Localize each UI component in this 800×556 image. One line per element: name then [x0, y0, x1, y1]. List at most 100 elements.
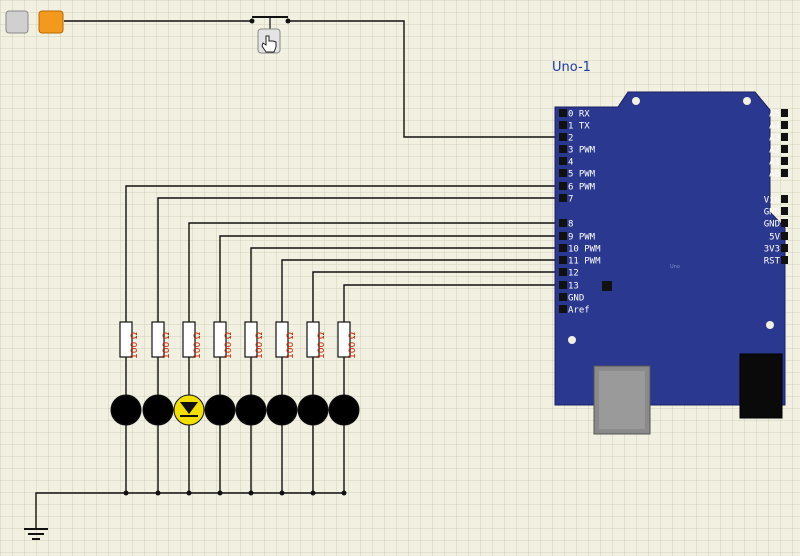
power-pin-header[interactable]	[781, 219, 788, 227]
analog-pin-header[interactable]	[781, 133, 788, 141]
board-body	[554, 91, 786, 406]
led[interactable]	[235, 394, 267, 426]
pin-label: 4	[568, 158, 573, 168]
pin-label: 3 PWM	[568, 146, 596, 156]
power-pin-header[interactable]	[781, 256, 788, 264]
resistor[interactable]	[151, 321, 165, 358]
pin-label: 2	[568, 134, 573, 144]
led[interactable]	[328, 394, 360, 426]
pin-header-0[interactable]	[559, 109, 567, 117]
power-pin-header[interactable]	[781, 195, 788, 203]
pin-header-14[interactable]	[559, 293, 567, 301]
signal-wire	[125, 185, 560, 322]
resistor-label: 100 Ω	[286, 332, 296, 359]
board-title: Uno-1	[552, 60, 591, 75]
resistor-label: 100 Ω	[348, 332, 358, 359]
pin-label: RST	[764, 257, 781, 267]
pin-label: 12	[568, 269, 579, 279]
analog-pin-header[interactable]	[781, 157, 788, 165]
resistor[interactable]	[182, 321, 196, 358]
signal-wire	[281, 259, 560, 322]
power-jack	[739, 353, 783, 419]
junction-dot	[123, 490, 129, 496]
pin-header-13[interactable]	[559, 281, 567, 289]
pin-label: 5V	[769, 233, 780, 243]
pin-header-8[interactable]	[559, 219, 567, 227]
junction-dot	[279, 490, 285, 496]
pin-header-5[interactable]	[559, 169, 567, 177]
pin-header-11[interactable]	[559, 256, 567, 264]
pin-header-10[interactable]	[559, 244, 567, 252]
analog-pin-header[interactable]	[781, 109, 788, 117]
led[interactable]	[204, 394, 236, 426]
resistor[interactable]	[306, 321, 320, 358]
resistor[interactable]	[337, 321, 351, 358]
power-pin-header[interactable]	[781, 244, 788, 252]
resistor-label: 100 Ω	[317, 332, 327, 359]
pin-label: 3V3	[764, 245, 780, 255]
led[interactable]	[110, 394, 142, 426]
resistor[interactable]	[119, 321, 133, 358]
reset-button[interactable]	[602, 281, 612, 291]
signal-wire	[250, 247, 560, 322]
pin-label: A2	[769, 146, 780, 156]
pin-label: 5 PWM	[568, 170, 596, 180]
resistor[interactable]	[275, 321, 289, 358]
run-button[interactable]	[38, 10, 64, 34]
resistor[interactable]	[244, 321, 258, 358]
hand-pointer-icon	[261, 35, 277, 53]
junction-dot	[341, 490, 347, 496]
analog-pin-header[interactable]	[781, 169, 788, 177]
stop-button[interactable]	[5, 10, 29, 34]
pin-header-1[interactable]	[559, 121, 567, 129]
resistor-label: 100 Ω	[162, 332, 172, 359]
pin-label: 13	[568, 282, 579, 292]
pin-header-7[interactable]	[559, 194, 567, 202]
pin-label: 11 PWM	[568, 257, 601, 267]
led[interactable]	[297, 394, 329, 426]
signal-wire	[157, 197, 560, 322]
pin-label: Aref	[568, 306, 590, 316]
pin-label: 1 TX	[568, 122, 590, 132]
diode-symbol	[180, 402, 198, 414]
resistor[interactable]	[213, 321, 227, 358]
pin-header-6[interactable]	[559, 182, 567, 190]
power-pin-header[interactable]	[781, 207, 788, 215]
board-brand: Uno	[670, 264, 680, 270]
arduino-board[interactable]: Uno	[554, 91, 786, 435]
pin-label: 6 PWM	[568, 183, 596, 193]
resistor-label: 100 Ω	[255, 332, 265, 359]
pin-header-3[interactable]	[559, 145, 567, 153]
pin-header-4[interactable]	[559, 157, 567, 165]
pin-header-2[interactable]	[559, 133, 567, 141]
pin-label: A0	[769, 170, 780, 180]
analog-pin-header[interactable]	[781, 121, 788, 129]
resistor-label: 100 Ω	[130, 332, 140, 359]
pin-label: 7	[568, 195, 573, 205]
analog-pin-header[interactable]	[781, 145, 788, 153]
signal-wire	[219, 235, 560, 322]
led[interactable]	[266, 394, 298, 426]
junction-dot	[155, 490, 161, 496]
junction-dot	[186, 490, 192, 496]
pin-label: 0 RX	[568, 110, 590, 120]
pin-label: 9 PWM	[568, 233, 596, 243]
pin-label: A5	[769, 110, 780, 120]
led[interactable]	[142, 394, 174, 426]
pin-header-15[interactable]	[559, 305, 567, 313]
signal-wire	[312, 271, 560, 322]
pin-label: GND	[764, 208, 780, 218]
pin-header-9[interactable]	[559, 232, 567, 240]
junction-dot	[310, 490, 316, 496]
ground-wire	[35, 492, 344, 518]
pin-header-12[interactable]	[559, 268, 567, 276]
junction-dot	[248, 490, 254, 496]
signal-wire	[343, 284, 560, 322]
power-pin-header[interactable]	[781, 232, 788, 240]
pin-label: A4	[769, 122, 780, 132]
signal-wire	[188, 222, 560, 322]
pin-label: 8	[568, 220, 573, 230]
